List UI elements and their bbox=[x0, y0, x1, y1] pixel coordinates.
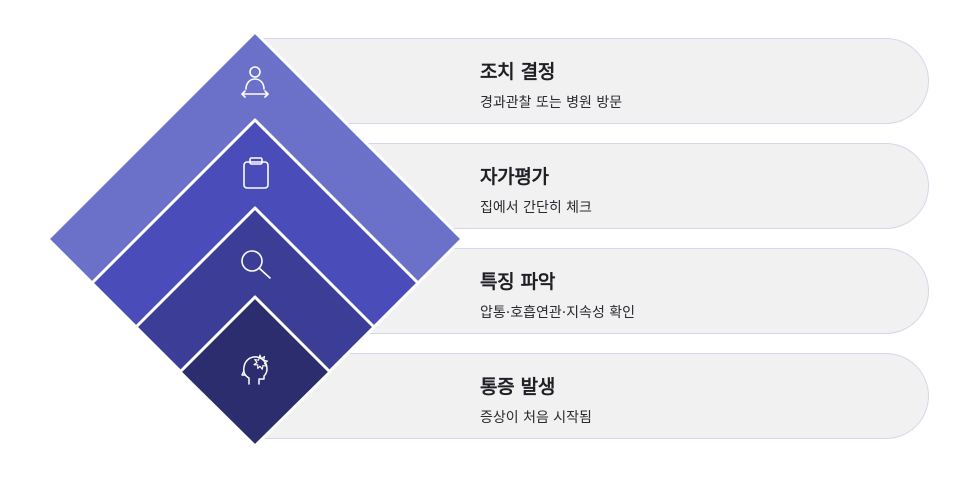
layer-onset bbox=[178, 295, 332, 448]
step-description: 경과관찰 또는 병원 방문 bbox=[480, 95, 623, 111]
head-spark-icon bbox=[241, 354, 269, 385]
clipboard-icon bbox=[243, 157, 269, 189]
step-title: 특징 파악 bbox=[480, 271, 556, 293]
step-title: 조치 결정 bbox=[480, 61, 556, 83]
step-description: 증상이 처음 시작됨 bbox=[480, 410, 592, 426]
step-description: 압통·호흡연관·지속성 확인 bbox=[480, 305, 636, 321]
step-card-decision: 조치 결정 경과관찰 또는 병원 방문 bbox=[250, 38, 929, 124]
step-title: 자가평가 bbox=[480, 166, 549, 188]
step-description: 집에서 간단히 체크 bbox=[480, 200, 592, 216]
person-arrows-icon bbox=[241, 66, 269, 98]
step-title: 통증 발생 bbox=[480, 376, 556, 398]
magnifier-icon bbox=[241, 250, 271, 279]
step-card-onset: 통증 발생 증상이 처음 시작됨 bbox=[250, 353, 929, 439]
